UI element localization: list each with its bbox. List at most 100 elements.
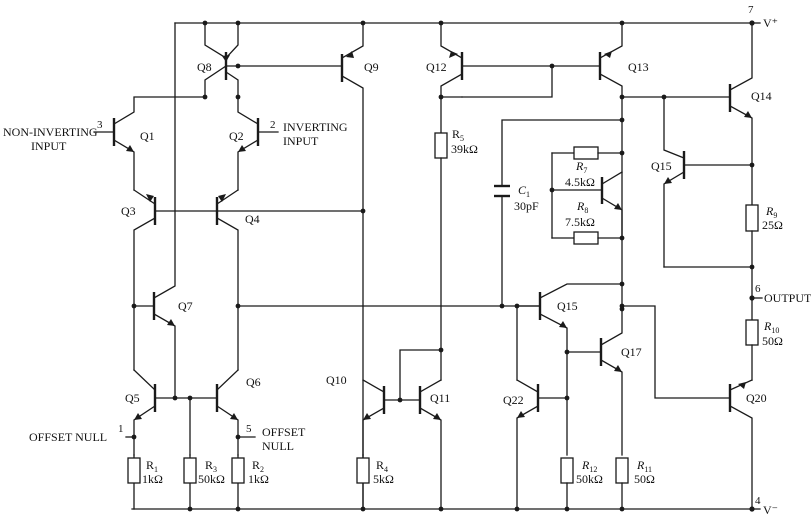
r7-value: 4.5kΩ [565, 175, 595, 189]
svg-text:R3: R3 [205, 458, 217, 474]
inv-label-line2: INPUT [283, 134, 319, 148]
r11-symbol: R [636, 458, 645, 472]
r11-resistor [615, 457, 629, 510]
r4-resistor [356, 454, 370, 510]
pin6-number: 6 [755, 283, 761, 295]
offset-null-1-label: OFFSET NULL [29, 430, 107, 444]
q4-label: Q4 [245, 212, 260, 226]
svg-text:R1: R1 [146, 458, 158, 474]
q13-transistor [598, 22, 623, 310]
q12-label: Q12 [426, 60, 447, 74]
q5-transistor [133, 369, 157, 456]
q15-upper-transistor [663, 96, 753, 268]
c1-capacitor [494, 119, 623, 307]
svg-text:C1: C1 [518, 183, 530, 199]
q14-transistor [728, 22, 753, 206]
q4-transistor [215, 189, 239, 371]
r9-symbol: R [765, 204, 774, 218]
r8-symbol: R [576, 199, 585, 213]
r10-value: 50Ω [762, 334, 783, 348]
r3-sub: 3 [213, 465, 217, 474]
r2-symbol: R [252, 458, 260, 472]
q11-label: Q11 [430, 391, 450, 405]
r2-resistor [231, 454, 245, 510]
pin5-number: 5 [246, 423, 252, 435]
r4-value: 5kΩ [373, 472, 394, 486]
offset-null-5-line2: NULL [262, 439, 294, 453]
r12-symbol: R [581, 458, 590, 472]
pin1-number: 1 [118, 423, 124, 435]
q15-lower-transistor [516, 283, 623, 353]
vminus-label: V⁻ [763, 503, 778, 517]
svg-text:R11: R11 [636, 458, 652, 474]
svg-text:R4: R4 [376, 458, 388, 474]
q9-label: Q9 [364, 60, 379, 74]
r5-value: 39kΩ [451, 142, 478, 156]
r1-value: 1kΩ [142, 472, 163, 486]
c1-sub: 1 [526, 190, 530, 199]
q7-label: Q7 [178, 299, 193, 313]
svg-text:R12: R12 [581, 458, 597, 474]
q20-label: Q20 [746, 391, 767, 405]
q22-label: Q22 [503, 393, 524, 407]
r7-resistor [551, 146, 623, 160]
r12-resistor [560, 457, 574, 510]
q8-label: Q8 [197, 60, 212, 74]
q9-collector-node [360, 208, 366, 214]
svg-text:R2: R2 [252, 458, 264, 474]
r5-symbol: R [452, 127, 460, 141]
q1-transistor [93, 96, 206, 191]
vplus-pin-number: 7 [748, 4, 754, 16]
svg-text:R5: R5 [452, 127, 464, 143]
output-label: OUTPUT [764, 291, 811, 305]
q22-transistor [516, 379, 570, 510]
r8-sub: 8 [584, 206, 588, 215]
r1-symbol: R [146, 458, 154, 472]
r3-symbol: R [205, 458, 213, 472]
pin2-number: 2 [270, 119, 276, 131]
q17-label: Q17 [621, 345, 642, 359]
vplus-label: V⁺ [763, 16, 778, 30]
svg-text:R10: R10 [763, 319, 779, 335]
r5-resistor [434, 132, 448, 159]
r7-symbol: R [575, 159, 584, 173]
r9-value: 25Ω [762, 218, 783, 232]
svg-text:R8: R8 [576, 199, 588, 215]
q12-transistor [440, 22, 464, 133]
offset-null-5-line1: OFFSET [262, 425, 306, 439]
q6-transistor [215, 369, 239, 456]
svg-text:R7: R7 [575, 159, 587, 175]
r5-sub: 5 [460, 134, 464, 143]
r4-sub: 4 [384, 465, 388, 474]
q11-transistor [418, 379, 442, 510]
r8-value: 7.5kΩ [565, 215, 595, 229]
r4-symbol: R [376, 458, 384, 472]
q15-upper-label: Q15 [651, 159, 672, 173]
r8-transistor [551, 171, 623, 239]
r10-resistor [745, 319, 759, 381]
q2-transistor [237, 96, 279, 191]
r10-symbol: R [763, 319, 772, 333]
q3-transistor [133, 189, 157, 371]
r1-sub: 1 [154, 465, 158, 474]
q9-transistor [225, 22, 364, 510]
q7-transistor [131, 22, 176, 399]
q1-q2-collector-node [202, 94, 208, 100]
q10-transistor [362, 379, 386, 456]
r9-sub: 9 [773, 211, 777, 220]
q3-label: Q3 [121, 204, 136, 218]
q15-lower-label: Q15 [557, 299, 578, 313]
q10-label: Q10 [326, 373, 347, 387]
r7-sub: 7 [583, 166, 587, 175]
r12-sub: 12 [589, 465, 597, 474]
c1-symbol: C [518, 183, 527, 197]
r2-value: 1kΩ [248, 472, 269, 486]
c1-value: 30pF [514, 199, 539, 213]
q14-label: Q14 [751, 89, 772, 103]
r12-value: 50kΩ [576, 472, 603, 486]
q13-label: Q13 [628, 60, 649, 74]
r11-value: 50Ω [634, 472, 655, 486]
r1-resistor [127, 454, 141, 510]
noninv-label-line2: INPUT [31, 139, 67, 153]
